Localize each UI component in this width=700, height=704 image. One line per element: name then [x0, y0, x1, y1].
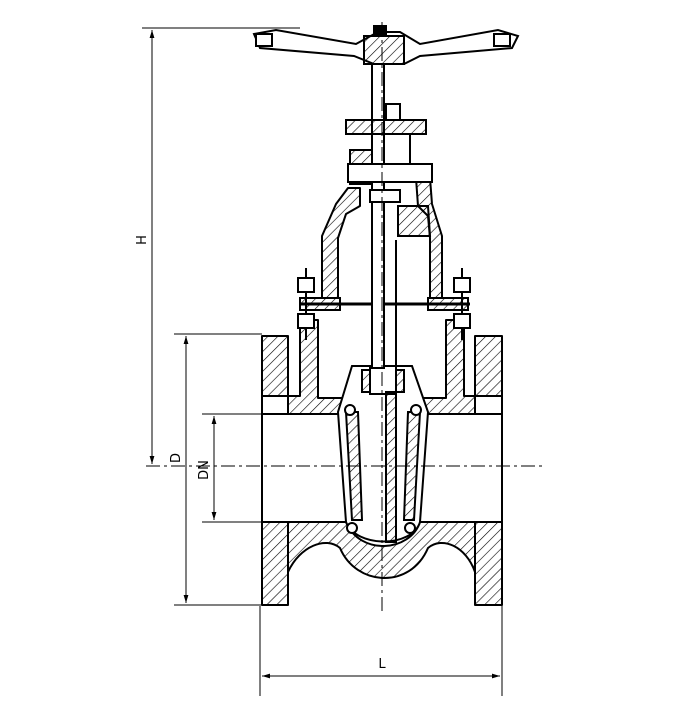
bolt-right-nut-bottom	[453, 313, 471, 329]
bolt-left-nut-top	[297, 277, 315, 293]
bonnet-flange	[297, 268, 471, 340]
gland-body	[383, 133, 411, 165]
handwheel-nut	[373, 25, 387, 37]
left-outline	[261, 336, 289, 605]
dimensions	[142, 27, 503, 696]
bonnet-left-wall	[321, 187, 361, 299]
right-flange	[474, 335, 503, 397]
seal-bottom-right	[404, 522, 416, 534]
seal-top-left	[344, 404, 356, 416]
bolt-left-nut-bottom	[297, 313, 315, 329]
h-label: H	[135, 235, 150, 245]
right-outline	[474, 336, 503, 605]
handwheel-hub	[363, 35, 405, 65]
l-label: L	[378, 657, 386, 672]
handwheel-icon	[252, 25, 520, 65]
bonnet-neck-right	[397, 205, 432, 237]
handwheel-rim-right	[493, 33, 511, 47]
left-flange-lower	[261, 521, 289, 606]
handwheel-rim-left	[255, 33, 273, 47]
gland	[345, 103, 433, 237]
stem-screw	[385, 391, 397, 543]
gate-wedge	[336, 365, 430, 543]
bolt-right-nut-top	[453, 277, 471, 293]
seal-bottom-left	[346, 522, 358, 534]
bonnet-cavity	[337, 238, 431, 298]
gland-cap	[385, 103, 401, 121]
d-label: D	[169, 453, 184, 463]
left-flange	[261, 335, 289, 397]
center-lines	[146, 22, 544, 612]
gland-plate	[345, 119, 427, 135]
bonnet-collar	[369, 189, 401, 203]
right-flange-lower	[474, 521, 503, 606]
bonnet-top	[347, 163, 433, 183]
seal-top-right	[410, 404, 422, 416]
dn-label: DN	[197, 460, 212, 480]
stem-nut	[369, 365, 397, 395]
